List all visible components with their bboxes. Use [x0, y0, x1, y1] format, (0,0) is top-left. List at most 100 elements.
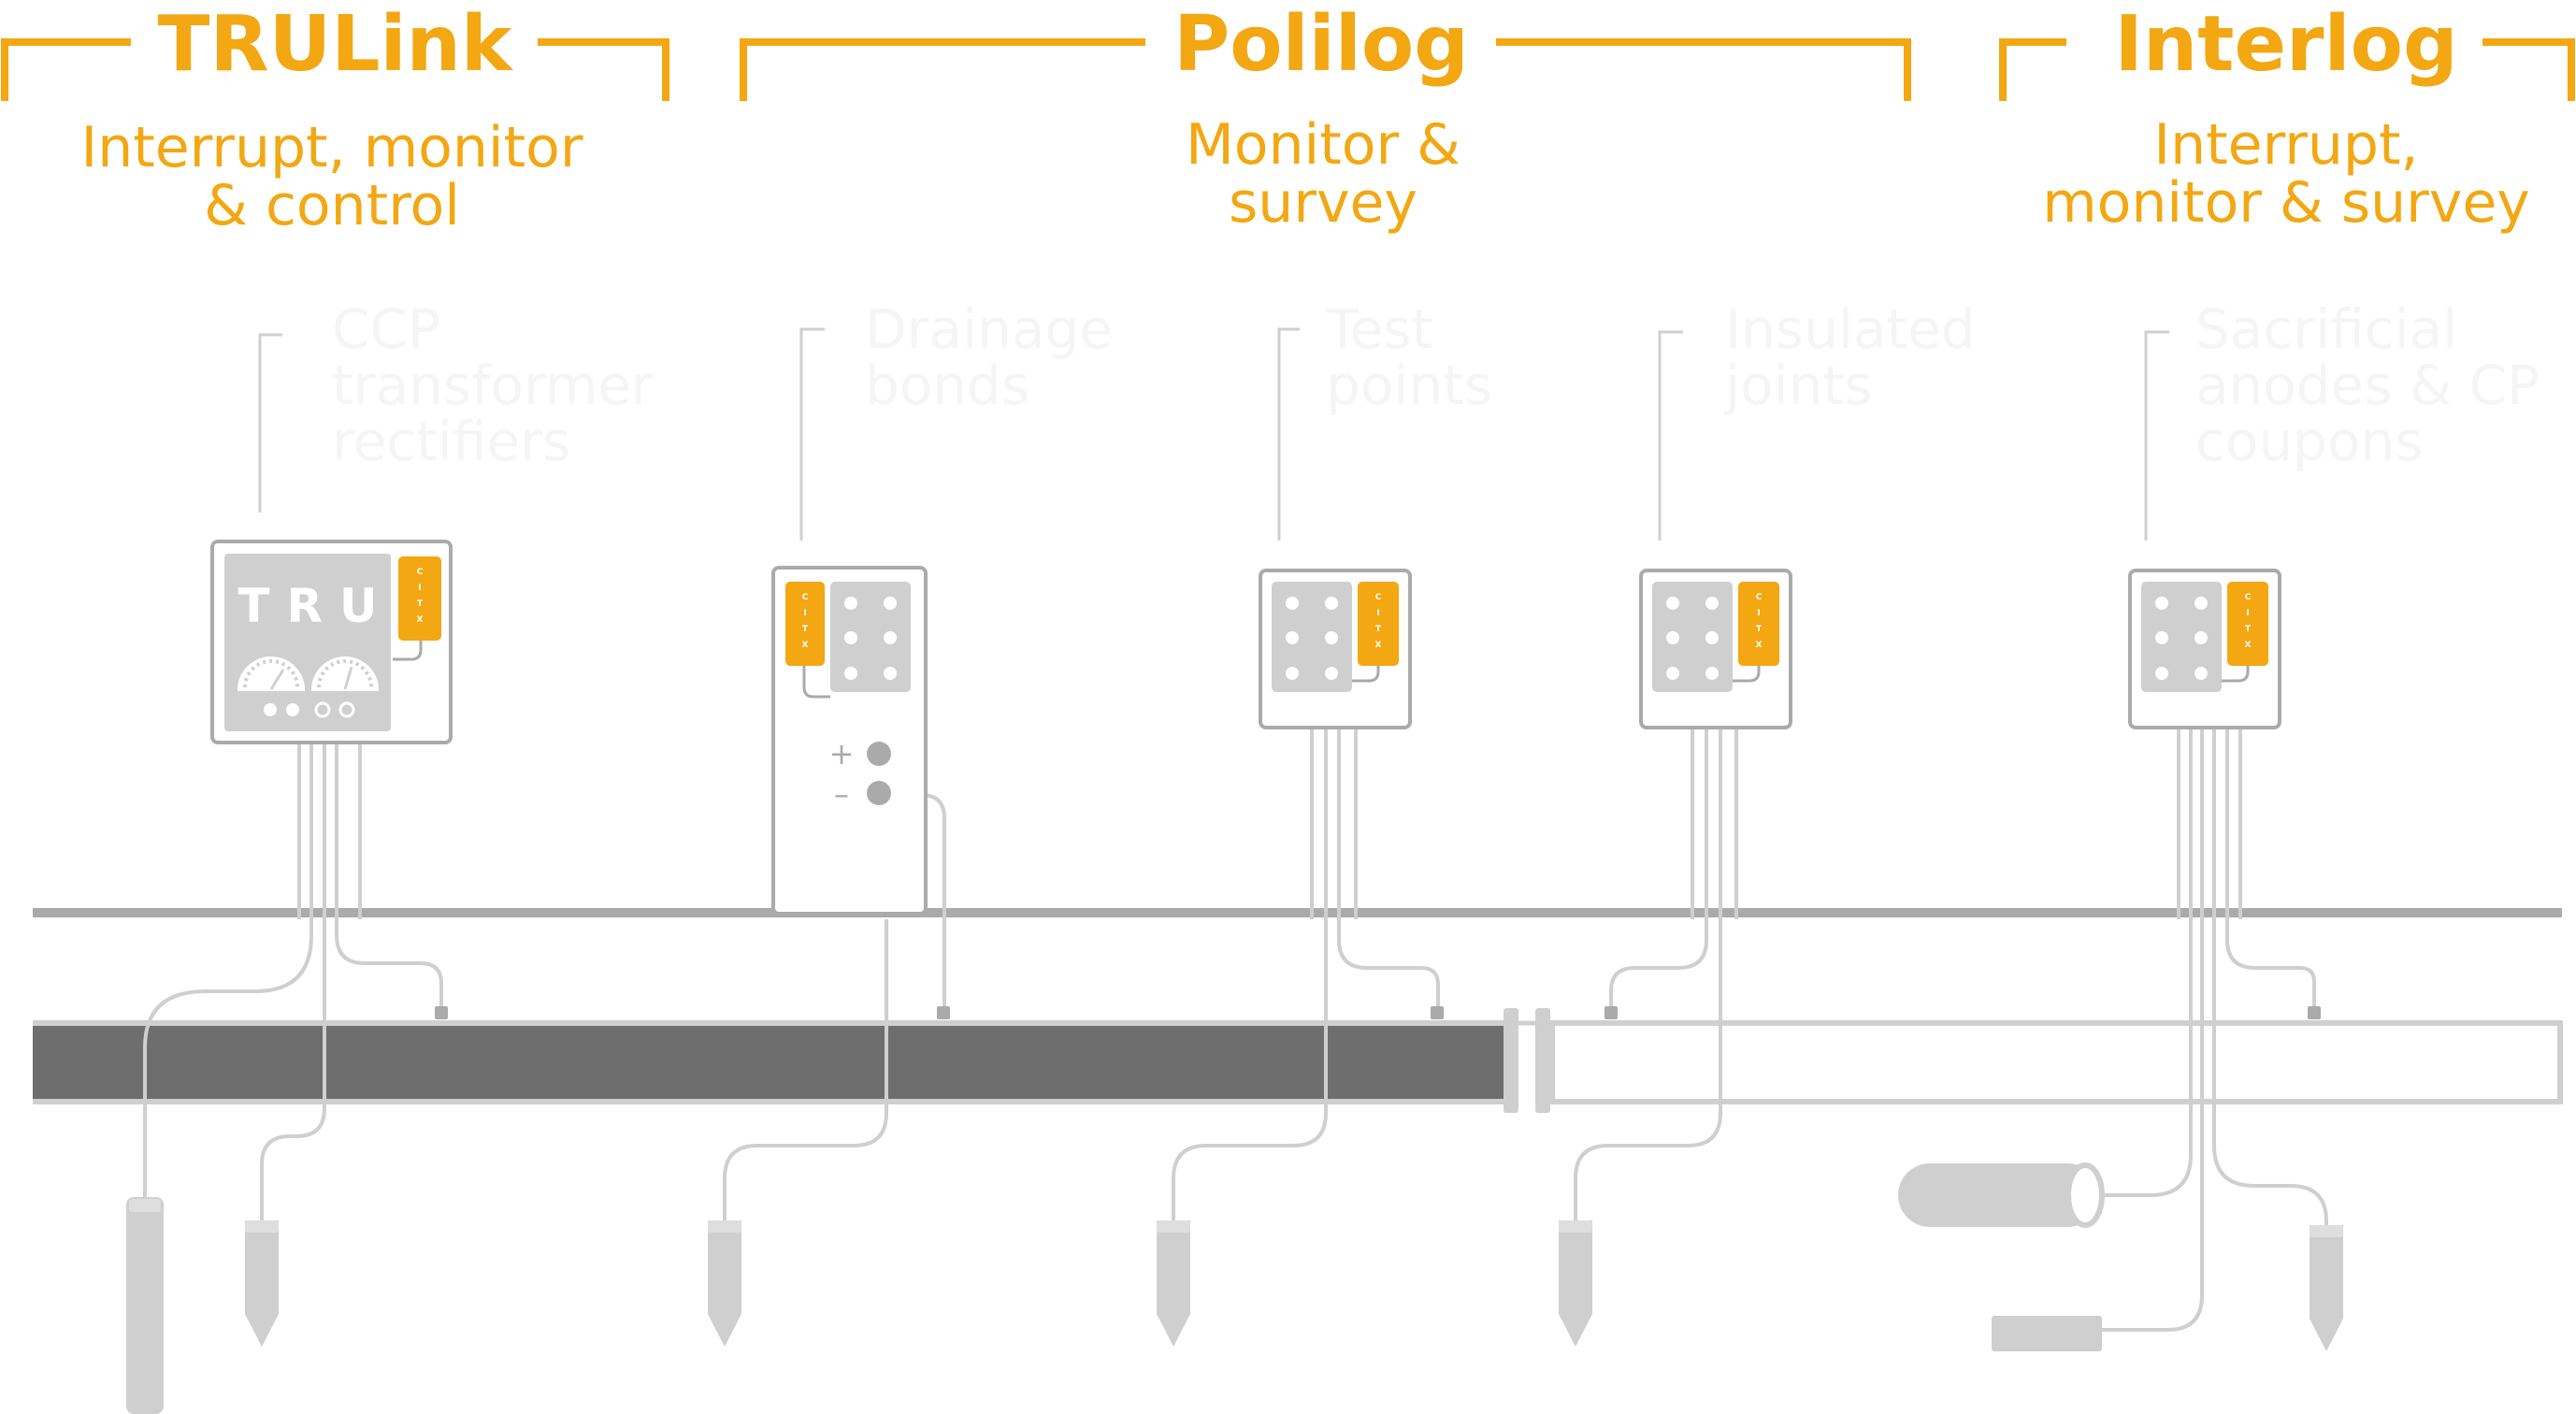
application-label-line: coupons: [2195, 410, 2423, 473]
group-subtitle-polilog-line2: survey: [1229, 170, 1418, 236]
citx-letter: X: [2245, 641, 2252, 650]
application-label-line: Insulated: [1725, 297, 1976, 361]
indicator-led-on: [286, 703, 299, 716]
citx-letter: I: [418, 584, 421, 593]
cable: [2225, 728, 2316, 1006]
citx-letter: C: [417, 568, 424, 577]
application-label-line: Test: [1325, 297, 1432, 361]
cable: [1609, 728, 1708, 1006]
bracket-polilog: [740, 38, 1911, 101]
pipe-connection: [1605, 1006, 1618, 1019]
application-label-line: Sacrificial: [2195, 297, 2457, 361]
group-title-polilog: Polilog: [1173, 0, 1469, 89]
drainage-bond-device: C I T X + –: [723, 566, 946, 1220]
citx-module: [785, 582, 825, 666]
terminal-block: [2141, 582, 2222, 692]
citx-connector: [802, 660, 830, 699]
terminal-block: [1272, 582, 1352, 692]
cable: [1337, 728, 1440, 1006]
application-label-line: anodes & CP: [2195, 354, 2540, 417]
application-label-line: rectifiers: [332, 410, 570, 473]
application-label-ccp: CCP transformer rectifiers: [258, 297, 654, 512]
cable: [723, 919, 888, 1220]
citx-letter: X: [1375, 641, 1382, 650]
citx-letter: C: [1756, 593, 1763, 602]
group-title-interlog: Interlog: [2114, 0, 2457, 89]
application-label-line: points: [1326, 354, 1492, 417]
application-label-drainage: Drainage bonds: [799, 297, 1113, 541]
citx-connector: [1733, 660, 1761, 683]
insulated-joint-device: C I T X: [1574, 569, 1792, 1220]
group-header-polilog: Polilog Monitor & survey: [740, 0, 1911, 236]
citx-letter: I: [803, 609, 806, 618]
ground-bed: [126, 1162, 2343, 1414]
terminal-block: [1652, 582, 1733, 692]
application-label-line: Drainage: [865, 297, 1113, 361]
citx-letter: X: [802, 641, 809, 650]
pipe-connection: [435, 1006, 448, 1019]
pipe-connection: [1431, 1006, 1444, 1019]
plus-terminal-sign: +: [829, 736, 855, 772]
group-subtitle-interlog-line2: monitor & survey: [2042, 170, 2530, 236]
application-label-line: joints: [1723, 354, 1872, 417]
reference-electrode: [245, 1220, 279, 1347]
group-header-interlog: Interlog Interrupt, monitor & survey: [1999, 0, 2575, 236]
terminal-dots: [844, 597, 897, 680]
citx-letter: X: [417, 615, 424, 625]
minus-terminal: [867, 781, 891, 805]
citx-letter: T: [802, 625, 809, 634]
indicator-led-off: [338, 701, 355, 718]
trulink-device: TRU C I T X: [143, 540, 453, 1220]
citx-letter: T: [417, 599, 424, 609]
citx-module: [1358, 582, 1399, 666]
application-label-test-points: Test points: [1277, 297, 1492, 541]
cable: [2212, 728, 2328, 1225]
cable: [143, 742, 313, 1202]
sacrificial-anode: [1898, 1162, 2105, 1228]
terminal-block: [830, 582, 911, 692]
reference-electrode: [708, 1220, 741, 1347]
terminal-dots: [1286, 597, 1338, 680]
cable: [2104, 728, 2193, 1197]
citx-connector: [1352, 660, 1380, 683]
group-subtitle-polilog-line1: Monitor &: [1186, 112, 1461, 178]
insulated-joint-flange-right: [1535, 1008, 1550, 1113]
application-label-anodes: Sacrificial anodes & CP coupons: [2144, 297, 2540, 541]
insulated-joint-flange-left: [1504, 1008, 1518, 1113]
pipe-connection: [937, 1006, 950, 1019]
pipe-connection: [2308, 1006, 2321, 1019]
citx-letter: I: [2246, 609, 2249, 618]
rail-top: [33, 908, 2562, 917]
citx-letter: C: [2245, 593, 2252, 602]
leader-line: [2144, 330, 2169, 541]
ground-rail: [33, 908, 2562, 1026]
bracket-trulink: [1, 38, 669, 101]
pipeline: [33, 1006, 2563, 1113]
group-header-trulink: TRULink Interrupt, monitor & control: [1, 0, 669, 238]
cable: [1574, 728, 1722, 1220]
cable: [335, 742, 443, 1006]
leader-line: [1658, 330, 1683, 541]
deep-anode-cylinder: [126, 1197, 164, 1414]
leader-line: [258, 333, 282, 512]
terminal-dots: [1666, 597, 1719, 680]
analog-gauge-icon: [237, 656, 306, 691]
citx-module: [2227, 582, 2268, 666]
citx-letter: C: [1375, 593, 1382, 602]
application-label-line: transformer: [332, 354, 654, 417]
reference-electrode: [1157, 1220, 1190, 1347]
citx-letter: I: [1376, 609, 1379, 618]
cable: [1172, 728, 1328, 1220]
group-subtitle-trulink-line1: Interrupt, monitor: [81, 115, 583, 180]
citx-letter: X: [1756, 641, 1763, 650]
reference-electrode: [2310, 1225, 2343, 1351]
leader-line: [1277, 327, 1300, 541]
application-label-insulated-joints: Insulated joints: [1658, 297, 1976, 541]
minus-terminal-sign: –: [834, 776, 849, 812]
citx-connector: [393, 638, 423, 661]
citx-module: [398, 556, 441, 641]
citx-letter: I: [1757, 609, 1760, 618]
tru-logo-text: TRU: [237, 579, 394, 633]
pipe-bare-right: [1549, 1020, 2563, 1104]
